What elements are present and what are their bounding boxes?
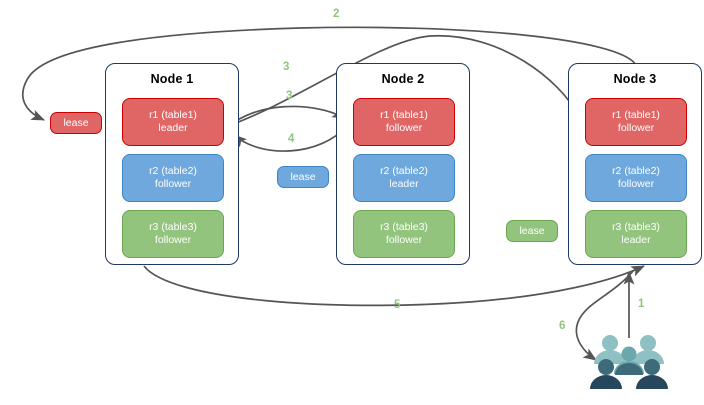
- replica-r3[interactable]: r3 (table3) follower: [122, 210, 224, 258]
- edge-3b: [227, 105, 346, 128]
- node-box-node3[interactable]: Node 3 r1 (table1) follower r2 (table2) …: [568, 63, 702, 265]
- replica-role: follower: [617, 122, 655, 134]
- lease-chip-r2[interactable]: lease: [277, 166, 329, 188]
- replica-name: r1 (table1): [149, 109, 197, 121]
- replica-r2[interactable]: r2 (table2) follower: [585, 154, 687, 202]
- lease-chip-r3[interactable]: lease: [506, 220, 558, 242]
- replica-name: r3 (table3): [380, 221, 428, 233]
- node-box-node1[interactable]: Node 1 r1 (table1) leader r2 (table2) fo…: [105, 63, 239, 265]
- replica-r3[interactable]: r3 (table3) follower: [353, 210, 455, 258]
- replica-role: follower: [154, 234, 192, 246]
- edge-label-4: 4: [288, 133, 295, 145]
- replica-name: r2 (table2): [380, 165, 428, 177]
- edge-6: [575, 269, 635, 361]
- edge-label-3a: 3: [283, 61, 290, 73]
- edge-label-1: 1: [638, 298, 645, 310]
- replica-role: follower: [154, 178, 192, 190]
- replica-name: r2 (table2): [612, 165, 660, 177]
- edge-label-3b: 3: [286, 90, 293, 102]
- replica-name: r1 (table1): [380, 109, 428, 121]
- edge-label-6: 6: [559, 320, 566, 332]
- edge-3a: [227, 35, 579, 127]
- edge-2: [22, 26, 637, 121]
- replica-r2[interactable]: r2 (table2) leader: [353, 154, 455, 202]
- replica-role: follower: [617, 178, 655, 190]
- node-title: Node 3: [613, 72, 657, 86]
- replica-role: leader: [621, 234, 651, 246]
- users-group-icon: [590, 335, 668, 389]
- replica-name: r2 (table2): [149, 165, 197, 177]
- replica-r1[interactable]: r1 (table1) follower: [353, 98, 455, 146]
- node-box-node2[interactable]: Node 2 r1 (table1) follower r2 (table2) …: [336, 63, 470, 265]
- replica-r1[interactable]: r1 (table1) leader: [122, 98, 224, 146]
- edge-label-5: 5: [394, 299, 401, 311]
- replica-r2[interactable]: r2 (table2) follower: [122, 154, 224, 202]
- replica-role: leader: [158, 122, 188, 134]
- replica-role: follower: [385, 234, 423, 246]
- replica-name: r1 (table1): [612, 109, 660, 121]
- lease-chip-r1[interactable]: lease: [50, 112, 102, 134]
- replica-name: r3 (table3): [612, 221, 660, 233]
- replica-role: leader: [389, 178, 419, 190]
- node-title: Node 1: [150, 72, 194, 86]
- edge-label-2: 2: [333, 8, 340, 20]
- replica-r1[interactable]: r1 (table1) follower: [585, 98, 687, 146]
- replica-r3[interactable]: r3 (table3) leader: [585, 210, 687, 258]
- replica-name: r3 (table3): [149, 221, 197, 233]
- edge-5: [143, 265, 645, 307]
- replica-role: follower: [385, 122, 423, 134]
- node-title: Node 2: [381, 72, 425, 86]
